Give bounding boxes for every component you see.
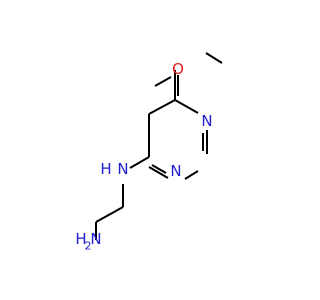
bond-c6-n1 [174,99,199,114]
bond-n3-c4 [151,164,167,174]
nh2-nitrogen-label: N [90,230,101,248]
bond-c2-n3 [184,170,199,180]
bond-methyl-oxygen [205,52,223,64]
amine-hydrogen-label: H [100,160,111,178]
bond-oxygen-c6 [154,76,172,87]
bond-c5-c6 [148,99,176,115]
nh2-subscript-label: 2 [85,240,92,253]
ring-nitrogen-upper-label: N [201,112,212,130]
amine-nitrogen-label: N [117,160,128,178]
bond-ch2-ch2 [95,206,124,223]
nh2-hydrogen-label: H [75,230,86,248]
atom-labels: O N N N H H 2 N [75,60,212,253]
bond-c4-nh [129,156,150,169]
ring-nitrogen-lower-label: N [170,162,181,180]
bond-n3-c4 [148,166,169,179]
bonds [95,52,223,240]
oxygen-label: O [172,60,184,78]
molecule-structure: O N N N H H 2 N [75,52,223,253]
